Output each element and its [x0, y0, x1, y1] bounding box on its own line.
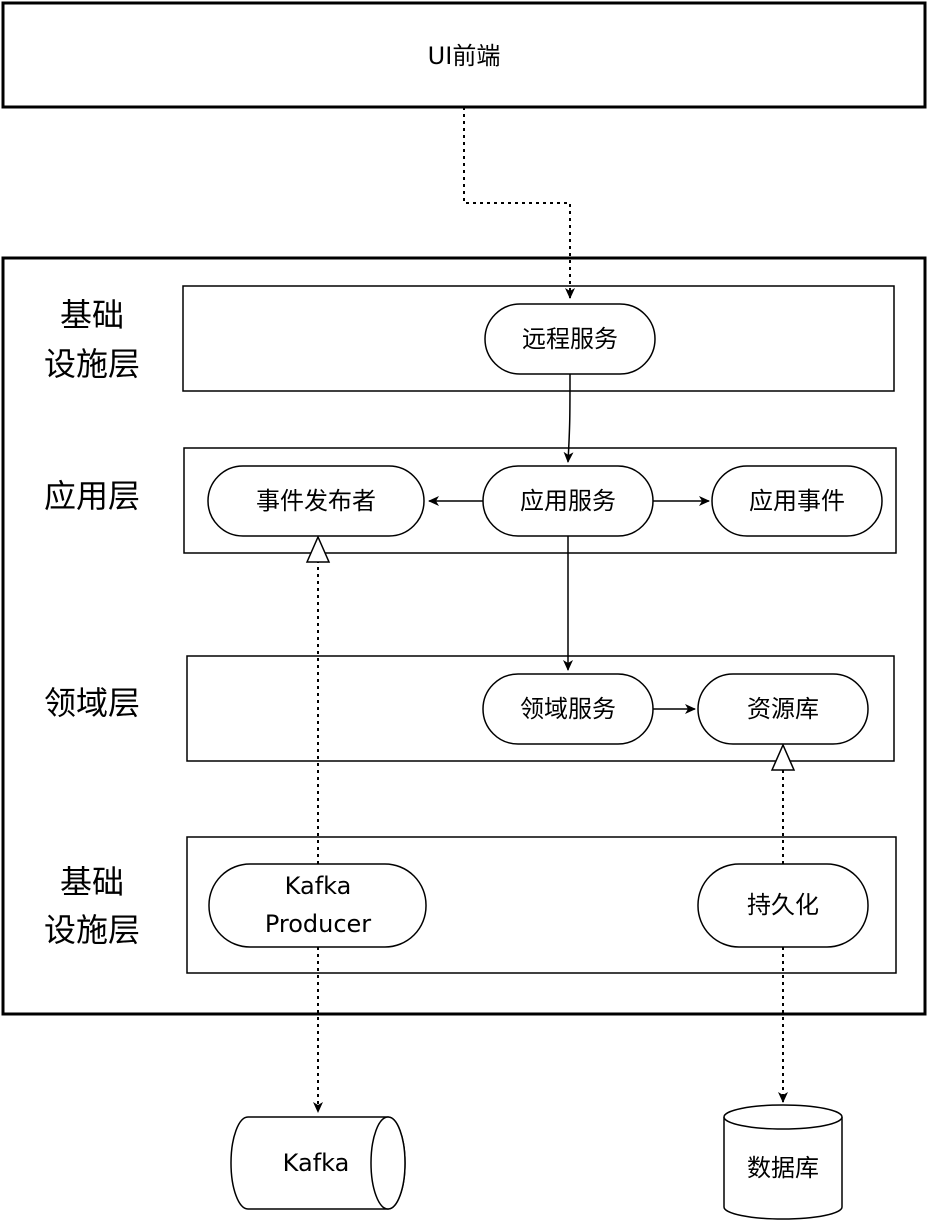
kafka-queue-label: Kafka	[283, 1149, 350, 1177]
node-remote-service-label: 远程服务	[522, 325, 618, 353]
node-kafka-producer-label-line1: Kafka	[285, 872, 352, 900]
kafka-queue-icon: Kafka	[230, 1116, 406, 1210]
node-repository: 资源库	[697, 673, 869, 745]
node-app-service-label: 应用服务	[520, 487, 616, 515]
node-app-service: 应用服务	[482, 465, 654, 537]
node-persistence-label: 持久化	[747, 891, 819, 919]
edge-ui-to-remote-service	[463, 107, 575, 299]
layer-label-infra-top-line2: 设施层	[44, 345, 140, 383]
layer-label-domain: 领域层	[44, 684, 140, 722]
node-remote-service: 远程服务	[484, 303, 656, 375]
node-app-event-label: 应用事件	[749, 487, 845, 515]
layer-label-infra-bottom-line1: 基础	[60, 863, 124, 901]
node-persistence: 持久化	[697, 863, 869, 948]
edge-remote-to-app-service	[563, 373, 574, 463]
database-icon: 数据库	[723, 1104, 843, 1220]
ui-frontend-box: UI前端	[1, 1, 927, 109]
layer-label-application: 应用层	[44, 477, 140, 515]
node-event-publisher: 事件发布者	[207, 465, 425, 537]
node-kafka-producer-label-line2: Producer	[265, 910, 371, 938]
ui-frontend-label: UI前端	[428, 42, 501, 70]
layer-label-infra-top-line1: 基础	[60, 296, 124, 334]
node-repository-label: 资源库	[747, 695, 819, 723]
node-domain-service: 领域服务	[482, 673, 654, 745]
layer-label-infra-bottom-line2: 设施层	[44, 911, 140, 949]
node-domain-service-label: 领域服务	[520, 695, 616, 723]
database-label: 数据库	[747, 1154, 819, 1182]
node-app-event: 应用事件	[711, 465, 883, 537]
node-event-publisher-label: 事件发布者	[256, 487, 376, 515]
node-kafka-producer: Kafka Producer	[208, 863, 427, 948]
